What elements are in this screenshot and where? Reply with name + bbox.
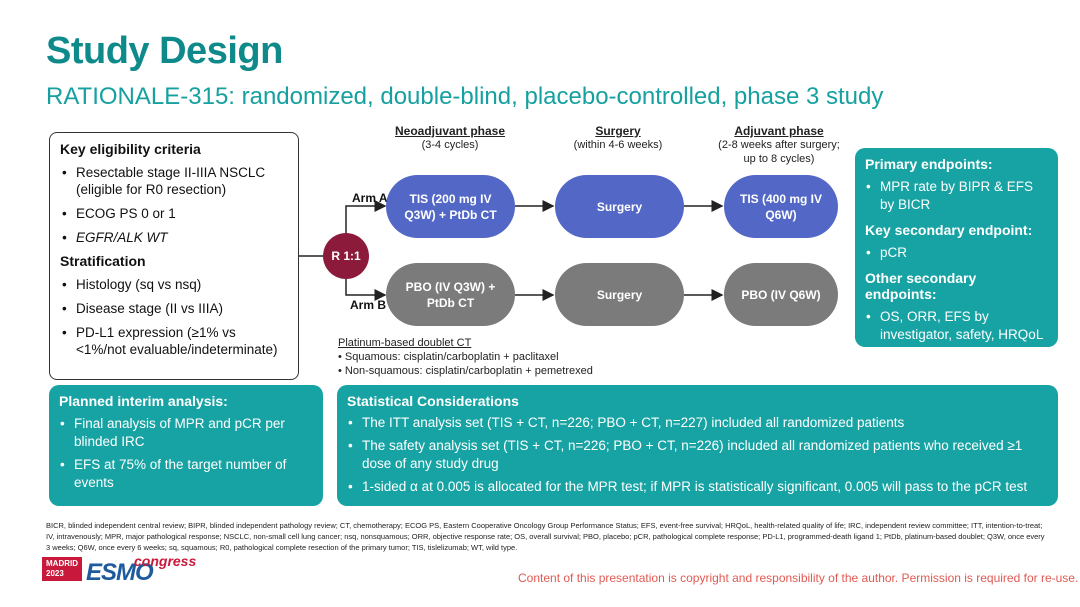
- interim-analysis-box: Planned interim analysis: Final analysis…: [49, 385, 323, 506]
- abbreviations-footnote: BICR, blinded independent central review…: [46, 521, 1045, 552]
- interim-item: Final analysis of MPR and pCR per blinde…: [59, 415, 313, 451]
- page-title: Study Design: [46, 30, 283, 72]
- key-secondary-header: Key secondary endpoint:: [865, 222, 1033, 238]
- arm-b-adjuvant-pill: PBO (IV Q6W): [724, 263, 838, 326]
- logo-congress: congress: [134, 553, 197, 569]
- logo-city: MADRID 2023: [42, 557, 82, 581]
- stats-header: Statistical Considerations: [347, 393, 519, 409]
- stats-item: The ITT analysis set (TIS + CT, n=226; P…: [347, 414, 1048, 432]
- interim-header: Planned interim analysis:: [59, 393, 228, 409]
- arm-a-adjuvant-pill: TIS (400 mg IV Q6W): [724, 175, 838, 238]
- platinum-title: Platinum-based doublet CT: [338, 337, 472, 349]
- stats-list: The ITT analysis set (TIS + CT, n=226; P…: [347, 414, 1048, 496]
- logo-city-name: MADRID: [46, 559, 78, 568]
- interim-item: EFS at 75% of the target number of event…: [59, 456, 313, 492]
- phase-surgery-title: Surgery: [595, 124, 641, 138]
- endpoints-box: Primary endpoints: MPR rate by BIPR & EF…: [855, 148, 1058, 347]
- platinum-note: Platinum-based doublet CT • Squamous: ci…: [338, 336, 593, 378]
- interim-list: Final analysis of MPR and pCR per blinde…: [59, 415, 313, 492]
- eligibility-list: Resectable stage II-IIIA NSCLC (eligible…: [60, 164, 288, 246]
- statistical-considerations-box: Statistical Considerations The ITT analy…: [337, 385, 1058, 506]
- key-secondary-list: pCR: [865, 244, 1048, 262]
- stats-item: 1-sided α at 0.005 is allocated for the …: [347, 478, 1048, 496]
- stratification-item: Histology (sq vs nsq): [60, 276, 288, 293]
- phase-neoadjuvant: Neoadjuvant phase (3-4 cycles): [380, 124, 520, 152]
- phase-adjuvant: Adjuvant phase (2-8 weeks after surgery;…: [704, 124, 854, 166]
- endpoint-item: MPR rate by BIPR & EFS by BICR: [865, 178, 1048, 214]
- stratification-header: Stratification: [60, 253, 146, 269]
- arm-b-label: Arm B: [350, 298, 387, 312]
- copyright-notice: Content of this presentation is copyrigh…: [518, 571, 1079, 585]
- stats-item: The safety analysis set (TIS + CT, n=226…: [347, 437, 1048, 473]
- stratification-item: Disease stage (II vs IIIA): [60, 300, 288, 317]
- eligibility-header: Key eligibility criteria: [60, 141, 201, 157]
- primary-endpoints-list: MPR rate by BIPR & EFS by BICR: [865, 178, 1048, 214]
- platinum-item: • Squamous: cisplatin/carboplatin + pacl…: [338, 351, 559, 363]
- other-secondary-list: OS, ORR, EFS by investigator, safety, HR…: [865, 308, 1048, 344]
- page-subtitle: RATIONALE-315: randomized, double-blind,…: [46, 83, 884, 110]
- stratification-list: Histology (sq vs nsq) Disease stage (II …: [60, 276, 288, 358]
- arm-a-line: [345, 200, 387, 233]
- phase-adjuvant-detail: (2-8 weeks after surgery;: [718, 139, 840, 151]
- eligibility-item: Resectable stage II-IIIA NSCLC (eligible…: [60, 164, 288, 198]
- arm-a-label: Arm A: [352, 191, 388, 205]
- endpoint-item: OS, ORR, EFS by investigator, safety, HR…: [865, 308, 1048, 344]
- phase-neoadjuvant-detail: (3-4 cycles): [421, 139, 479, 151]
- arm-a-neoadjuvant-pill: TIS (200 mg IV Q3W) + PtDb CT: [386, 175, 515, 238]
- platinum-item: • Non-squamous: cisplatin/carboplatin + …: [338, 365, 593, 377]
- phase-surgery: Surgery (within 4-6 weeks): [548, 124, 688, 152]
- logo-brand: ESMO: [86, 559, 154, 586]
- other-secondary-header: Other secondary endpoints:: [865, 270, 977, 302]
- arm-b-line: [345, 279, 387, 301]
- eligibility-item: ECOG PS 0 or 1: [60, 205, 288, 222]
- eligibility-box: Key eligibility criteria Resectable stag…: [49, 132, 299, 380]
- arm-b-neoadjuvant-pill: PBO (IV Q3W) + PtDb CT: [386, 263, 515, 326]
- phase-surgery-detail: (within 4-6 weeks): [573, 139, 663, 151]
- logo-year: 2023: [46, 569, 64, 578]
- endpoint-item: pCR: [865, 244, 1048, 262]
- arm-b-surgery-pill: Surgery: [555, 263, 684, 326]
- phase-adjuvant-detail: up to 8 cycles): [743, 153, 815, 165]
- stratification-item: PD-L1 expression (≥1% vs <1%/not evaluab…: [60, 324, 288, 358]
- phase-neoadjuvant-title: Neoadjuvant phase: [394, 124, 506, 138]
- arm-a-surgery-pill: Surgery: [555, 175, 684, 238]
- phase-adjuvant-title: Adjuvant phase: [734, 124, 824, 138]
- eligibility-item: EGFR/ALK WT: [60, 229, 288, 246]
- randomization-node: R 1:1: [323, 233, 369, 279]
- primary-endpoints-header: Primary endpoints:: [865, 156, 993, 172]
